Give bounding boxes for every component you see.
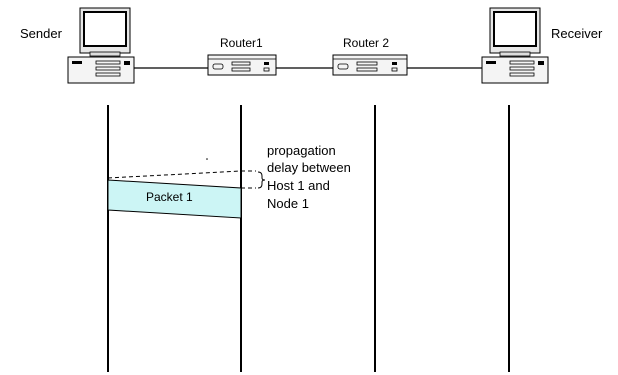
propagation-dashed-line <box>108 171 241 178</box>
annotation-line-1: propagation <box>267 143 336 158</box>
router1-icon <box>208 55 276 75</box>
router2-icon <box>333 55 407 75</box>
router2-label: Router 2 <box>343 36 389 50</box>
sender-label: Sender <box>20 26 63 41</box>
receiver-computer-icon <box>482 8 548 83</box>
annotation-line-3: Host 1 and <box>267 178 330 193</box>
dot-mark <box>206 158 208 160</box>
packet-1-label: Packet 1 <box>146 190 193 204</box>
propagation-brace <box>258 172 265 188</box>
sender-computer-icon <box>68 8 134 83</box>
annotation-line-4: Node 1 <box>267 196 309 211</box>
receiver-label: Receiver <box>551 26 603 41</box>
router1-label: Router1 <box>220 36 263 50</box>
annotation-line-2: delay between <box>267 160 351 175</box>
